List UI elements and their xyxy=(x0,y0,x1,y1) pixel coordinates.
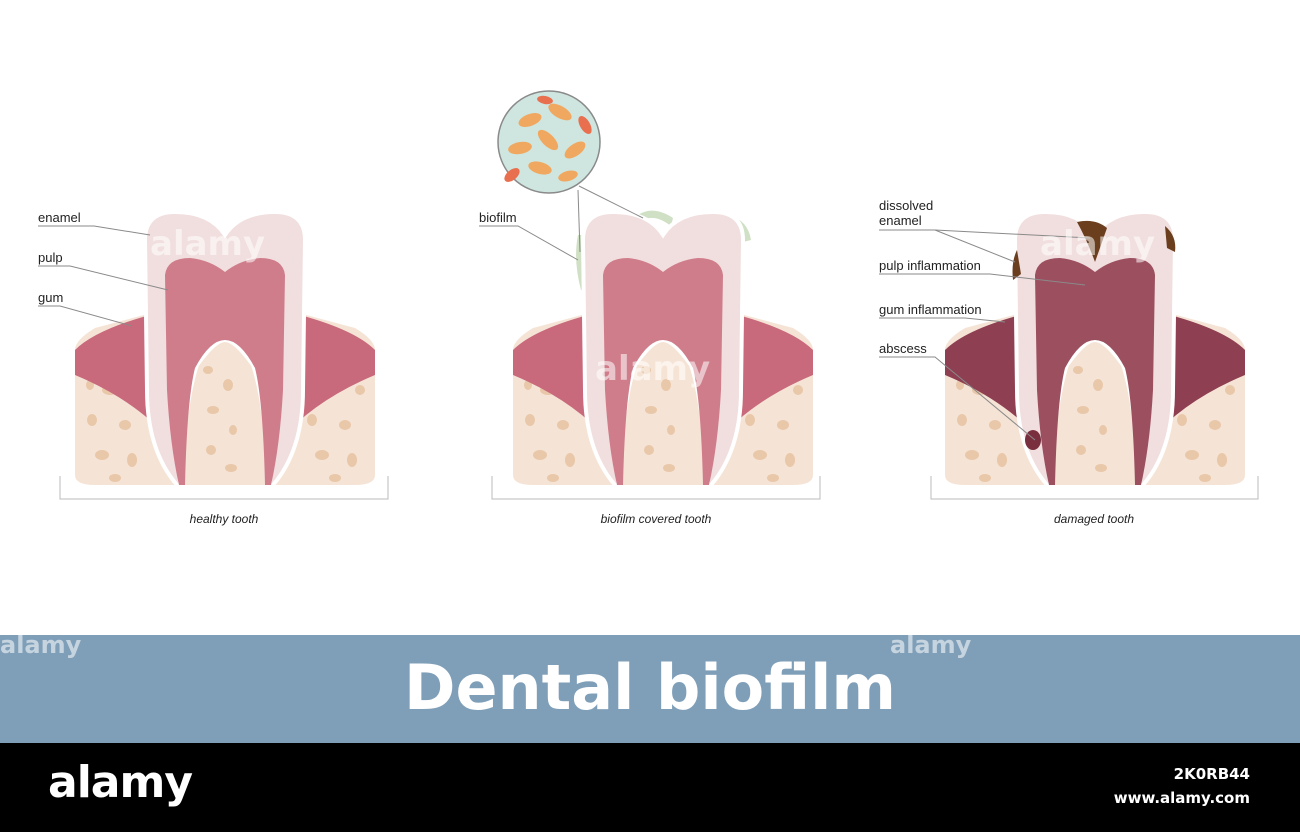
alamy-logo: alamy xyxy=(48,757,193,808)
caption-healthy-tooth: healthy tooth xyxy=(189,512,259,526)
caption-damaged-tooth: damaged tooth xyxy=(1053,512,1135,526)
label-abscess: abscess xyxy=(879,341,927,356)
svg-text:alamy: alamy xyxy=(150,224,265,264)
healthy-tooth-illustration xyxy=(75,209,375,487)
damaged-tooth-illustration xyxy=(945,209,1245,487)
image-id: 2K0RB44 xyxy=(1173,765,1250,783)
label-gum-inflammation: gum inflammation xyxy=(879,302,982,317)
panel-brackets xyxy=(59,476,1259,500)
footer-bar: alamy 2K0RB44 www.alamy.com xyxy=(0,743,1300,832)
biofilm-tooth-illustration xyxy=(513,209,813,487)
caption-biofilm-tooth: biofilm covered tooth xyxy=(600,512,712,526)
title-banner: alamy alamy Dental biofilm xyxy=(0,631,1300,743)
damaged-leader-lines xyxy=(879,229,1091,441)
diagram-canvas: alamy alamy alamy xyxy=(38,90,1259,500)
label-gum: gum xyxy=(38,290,64,305)
label-pulp: pulp xyxy=(38,250,63,265)
watermark: alamy xyxy=(0,631,82,659)
label-biofilm: biofilm xyxy=(479,210,517,225)
watermark: alamy xyxy=(890,631,972,659)
svg-text:alamy: alamy xyxy=(1040,224,1155,264)
biofilm-leader-lines xyxy=(479,225,579,261)
label-dissolved-enamel: dissolved enamel xyxy=(879,198,934,228)
healthy-leader-lines xyxy=(38,225,169,327)
footer-url[interactable]: www.alamy.com xyxy=(1113,789,1250,807)
label-enamel: enamel xyxy=(38,210,81,225)
page-title: Dental biofilm xyxy=(403,651,896,724)
svg-text:alamy: alamy xyxy=(595,349,710,389)
bacteria-magnified-view xyxy=(497,90,644,253)
label-pulp-inflammation: pulp inflammation xyxy=(879,258,981,273)
dental-biofilm-diagram: alamy alamy alamy enamel pulp gum biofil… xyxy=(38,90,1259,526)
